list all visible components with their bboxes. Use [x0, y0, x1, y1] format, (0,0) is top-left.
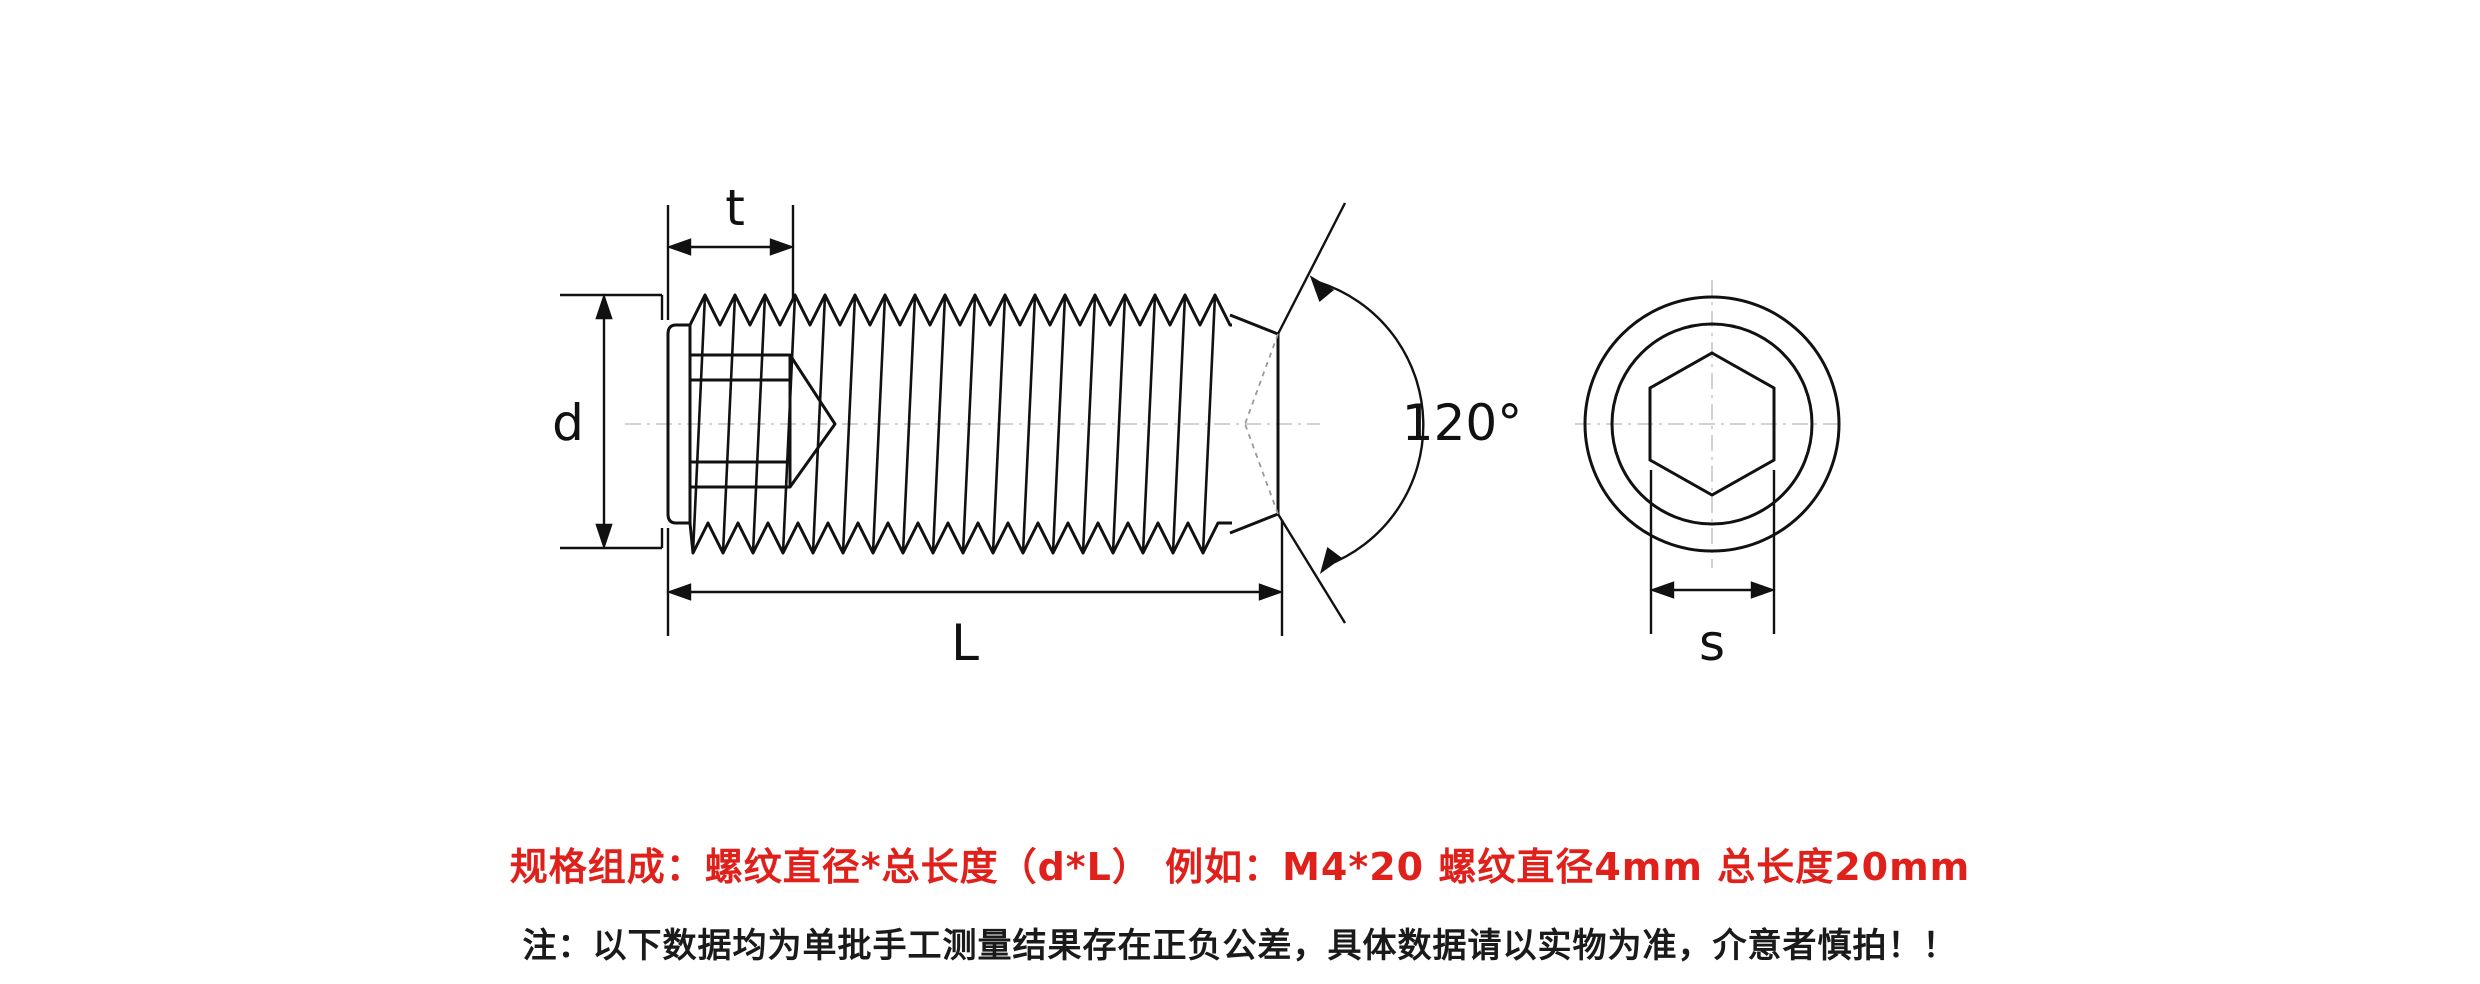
thread-line — [721, 294, 737, 554]
thread-line — [1141, 294, 1157, 554]
thread-line — [1111, 294, 1127, 554]
set-screw-diagram: t d L 120° s — [552, 179, 1845, 672]
thread-line — [1021, 294, 1037, 554]
thread-line — [841, 294, 857, 554]
dimension-lines — [560, 202, 1776, 636]
cone-point — [1229, 313, 1280, 535]
thread-line — [991, 294, 1007, 554]
thread-flank-lines — [691, 294, 1217, 554]
thread-line — [1171, 294, 1187, 554]
thread-bottom-profile — [688, 521, 1232, 555]
label-angle: 120° — [1402, 394, 1522, 452]
thread-top-profile — [688, 293, 1232, 327]
thread-line — [1201, 294, 1217, 554]
thread-line — [781, 294, 797, 554]
hex-socket — [690, 353, 792, 489]
label-L: L — [951, 614, 979, 672]
outer-circle — [1583, 295, 1841, 553]
screw-end-view — [1583, 295, 1841, 553]
socket-cone — [788, 354, 837, 488]
thread-line — [751, 294, 767, 554]
label-t: t — [725, 179, 745, 237]
thread-line — [961, 294, 977, 554]
thread-line — [931, 294, 947, 554]
thread-line — [691, 294, 707, 554]
label-d: d — [552, 394, 584, 452]
thread-line — [871, 294, 887, 554]
label-s: s — [1699, 614, 1725, 672]
hex-socket-end — [1648, 351, 1776, 497]
thread-line — [811, 294, 827, 554]
disclaimer-note: 注：以下数据均为单批手工测量结果存在正负公差，具体数据请以实物为准，介意者慎拍！… — [522, 926, 1958, 966]
thread-line — [1051, 294, 1067, 554]
spec-caption: 规格组成：螺纹直径*总长度（d*L） 例如：M4*20 螺纹直径4mm 总长度2… — [509, 845, 1971, 889]
inner-circle — [1610, 322, 1814, 526]
center-lines — [625, 280, 1845, 568]
angle-arc — [1317, 280, 1425, 568]
screw-side-view — [666, 293, 1280, 555]
thread-line — [1081, 294, 1097, 554]
thread-line — [901, 294, 917, 554]
